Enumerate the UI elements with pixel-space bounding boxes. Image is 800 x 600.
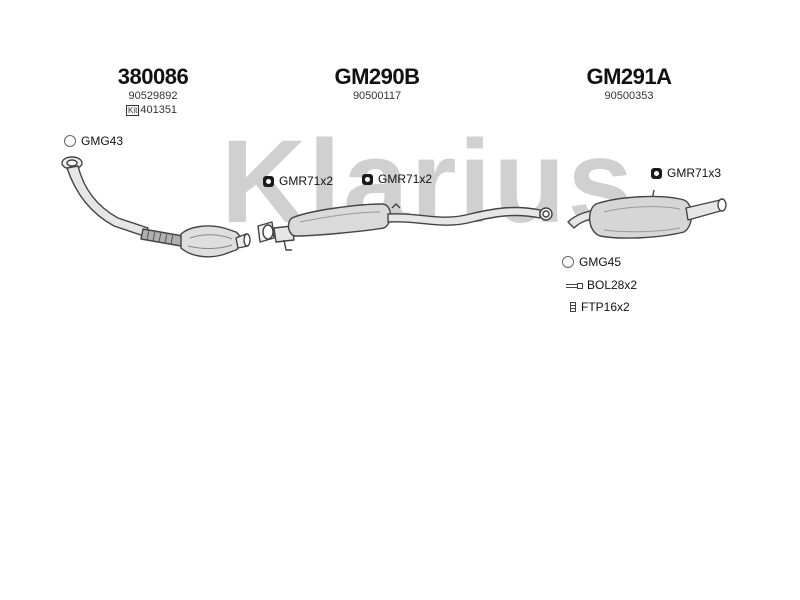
accessory-ftp16: FTP16x2 — [566, 300, 630, 314]
front-pipe-catalytic-converter — [61, 156, 251, 258]
accessory-gmg45: GMG45 — [562, 255, 621, 269]
oe-number-rear-silencer: 90500353 — [604, 90, 654, 102]
accessory-gmg43: GMG43 — [64, 134, 123, 148]
accessory-label: FTP16x2 — [581, 300, 630, 314]
accessory-label: BOL28x2 — [587, 278, 638, 292]
rubber-hanger-icon — [651, 167, 662, 179]
accessory-gmr71-rear: GMR71x3 — [651, 166, 721, 180]
kit-number: 401351 — [140, 104, 178, 116]
oe-number-front-pipe: 90529892 — [128, 90, 178, 102]
accessory-label: GMR71x2 — [279, 174, 334, 188]
part-number-centre-silencer: GM290B — [334, 64, 420, 89]
ring-gasket-icon — [562, 256, 574, 268]
rubber-hanger-icon — [263, 175, 274, 187]
accessory-label: GMG45 — [579, 255, 622, 269]
centre-silencer — [257, 203, 553, 251]
part-number-front-pipe: 380086 — [117, 64, 189, 89]
kit-reference: Kit 401351 — [126, 104, 177, 116]
oe-number-centre-silencer: 90500117 — [352, 90, 402, 102]
accessory-gmr71-centre: GMR71x2 — [362, 172, 432, 186]
bolt-icon — [566, 282, 583, 289]
accessory-label: GMR71x3 — [667, 166, 722, 180]
accessory-label: GMR71x2 — [378, 172, 433, 186]
nut-icon — [570, 302, 576, 312]
part-number-rear-silencer: GM291A — [586, 64, 672, 89]
accessory-gmr71-front: GMR71x2 — [263, 174, 333, 188]
accessory-label: GMG43 — [81, 134, 124, 148]
rear-silencer — [567, 189, 727, 239]
ring-gasket-icon — [64, 135, 76, 147]
kit-badge: Kit — [126, 104, 140, 116]
accessory-bol28: BOL28x2 — [566, 278, 637, 292]
rubber-hanger-icon — [362, 173, 373, 185]
